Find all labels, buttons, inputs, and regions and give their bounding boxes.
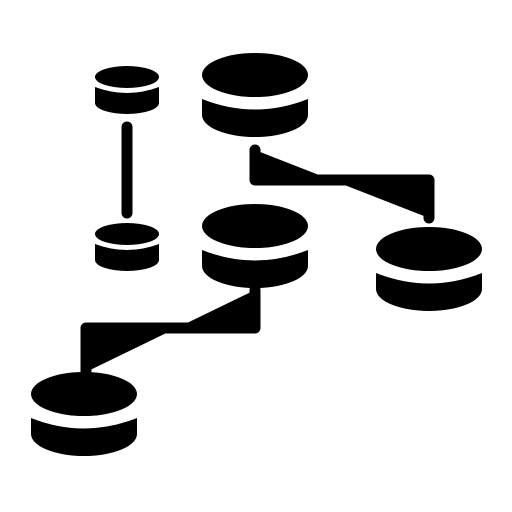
database-node-small-top	[95, 66, 159, 114]
database-node-large-right	[376, 227, 482, 311]
database-node-large-bottom-left	[31, 372, 137, 456]
database-node-large-center	[202, 204, 308, 288]
connector-top-to-right	[249, 144, 435, 224]
connector-center-to-bottom-left	[80, 284, 261, 378]
database-node-large-top	[202, 53, 308, 137]
connector-lines	[80, 121, 435, 378]
database-node-small-bottom	[95, 223, 159, 271]
